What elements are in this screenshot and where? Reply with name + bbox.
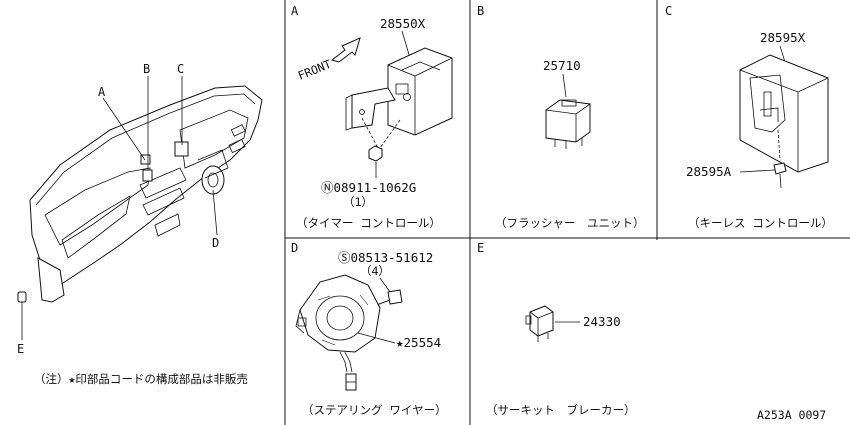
callout-e: E bbox=[17, 342, 24, 356]
part-28550x: 28550X bbox=[380, 16, 426, 31]
panel-e-circuit-breaker: E 24330 （サーキット ブレーカー） bbox=[477, 241, 636, 417]
part-08513-51612: Ⓢ08513-51612 bbox=[338, 250, 433, 265]
part-08911-qty: （1） bbox=[343, 195, 373, 209]
panel-d-steering-wire: D Ⓢ08513-51612 （4） ★25554 （ステアリング ワイヤー） bbox=[291, 241, 447, 417]
part-25554: ★25554 bbox=[396, 335, 441, 350]
panel-a-letter: A bbox=[291, 4, 299, 18]
screw-icon bbox=[773, 162, 787, 175]
panel-grid bbox=[284, 0, 850, 425]
panel-c-letter: C bbox=[665, 4, 672, 18]
panel-e-caption: （サーキット ブレーカー） bbox=[486, 403, 636, 417]
callout-b: B bbox=[143, 62, 150, 76]
part-28595x: 28595X bbox=[760, 30, 806, 45]
callout-a: A bbox=[98, 85, 106, 99]
part-25710: 25710 bbox=[543, 58, 581, 73]
dashboard-overview: A B C D E （注）★印部品コードの構成部品は非販売 bbox=[17, 62, 263, 386]
panel-a-caption: （タイマー コントロール） bbox=[296, 216, 441, 230]
front-arrow-icon bbox=[330, 37, 361, 63]
panel-b-flasher-unit: B 25710 （フラッシャー ユニット） bbox=[477, 4, 645, 230]
panel-b-letter: B bbox=[477, 4, 484, 18]
panel-e-letter: E bbox=[477, 241, 484, 255]
part-28595a: 28595A bbox=[686, 164, 732, 179]
callout-d: D bbox=[212, 236, 219, 250]
front-label: FRONT bbox=[296, 57, 333, 83]
panel-b-caption: （フラッシャー ユニット） bbox=[495, 216, 645, 230]
part-08513-qty: （4） bbox=[360, 264, 390, 278]
nut-icon bbox=[368, 145, 383, 162]
non-sale-note: （注）★印部品コードの構成部品は非販売 bbox=[34, 372, 248, 386]
callout-c: C bbox=[177, 62, 184, 76]
panel-c-caption: （キーレス コントロール） bbox=[688, 216, 833, 230]
part-08911-1062g: Ⓝ08911-1062G bbox=[321, 180, 416, 195]
panel-d-letter: D bbox=[291, 241, 298, 255]
bolt-icon bbox=[387, 289, 403, 305]
panel-a-timer-control: A FRONT 28550X Ⓝ08911-1062G （1） （タイマー コン… bbox=[291, 4, 453, 230]
part-24330: 24330 bbox=[583, 314, 621, 329]
drawing-code: A253A 0097 bbox=[757, 408, 826, 422]
panel-d-caption: （ステアリング ワイヤー） bbox=[302, 403, 447, 417]
panel-c-keyless-control: C 28595X 28595A （キーレス コントロール） bbox=[665, 4, 833, 230]
